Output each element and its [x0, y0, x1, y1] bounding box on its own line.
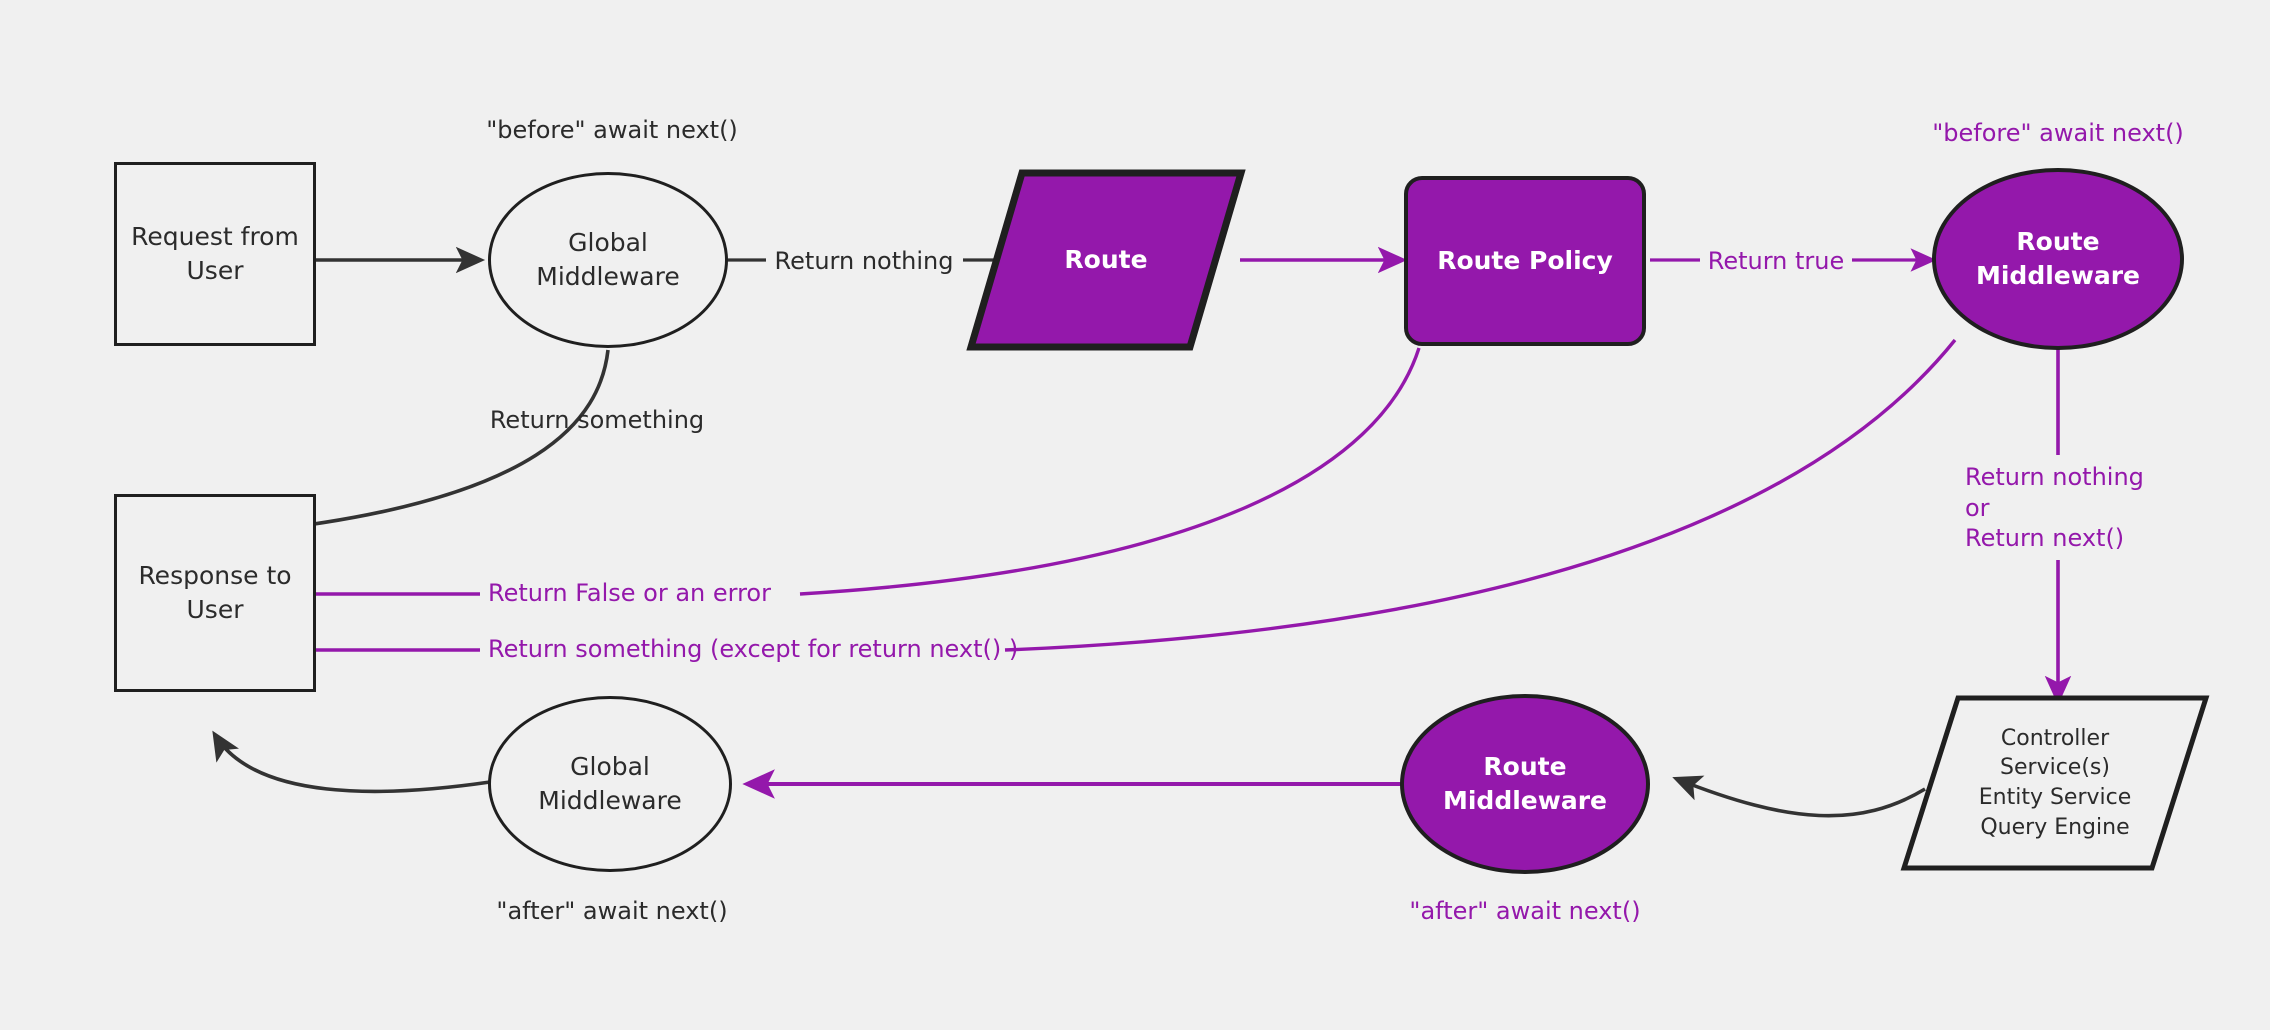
node-response-to-user-label: Response to User — [138, 561, 292, 624]
edge-global-middleware-before-to-response — [254, 349, 610, 542]
node-route-middleware-after[interactable]: Route Middleware — [1400, 694, 1650, 874]
controller-parallelogram-shape — [1900, 695, 2210, 871]
node-request-from-user-label: Request from User — [131, 222, 299, 285]
node-global-middleware-before-label: Global Middleware — [536, 228, 680, 291]
edge-label-return-something-except-next: Return something (except for return next… — [488, 635, 1019, 663]
edge-label-return-nothing: Return nothing — [774, 247, 954, 275]
node-route[interactable]: Route — [966, 168, 1246, 352]
node-route-policy-label: Route Policy — [1437, 246, 1613, 275]
annotation-before-await-next-global: "before" await next() — [486, 116, 738, 144]
edge-global-middleware-after-to-response — [212, 730, 491, 794]
edge-label-return-nothing-or-next: Return nothing or Return next() — [1965, 463, 2144, 553]
annotation-after-await-next-route: "after" await next() — [1409, 897, 1641, 925]
node-route-middleware-before-label: Route Middleware — [1975, 227, 2140, 290]
node-request-from-user[interactable]: Request from User — [114, 162, 316, 346]
node-route-middleware-after-label: Route Middleware — [1442, 752, 1607, 815]
annotation-after-await-next-global: "after" await next() — [496, 897, 728, 925]
node-global-middleware-after[interactable]: Global Middleware — [488, 696, 732, 872]
node-global-middleware-after-label: Global Middleware — [538, 752, 682, 815]
node-route-policy[interactable]: Route Policy — [1404, 176, 1646, 346]
edge-label-return-false-or-error: Return False or an error — [488, 579, 771, 607]
edge-route-middleware-to-response — [1004, 338, 1957, 652]
route-parallelogram-shape — [966, 169, 1246, 351]
edge-controller-to-route-middleware-after — [1672, 775, 1926, 818]
annotation-before-await-next-route: "before" await next() — [1932, 119, 2184, 147]
node-global-middleware-before[interactable]: Global Middleware — [488, 172, 728, 348]
edge-label-return-something: Return something — [489, 406, 705, 434]
node-route-middleware-before[interactable]: Route Middleware — [1932, 168, 2184, 350]
node-response-to-user[interactable]: Response to User — [114, 494, 316, 692]
edge-label-return-true: Return true — [1707, 247, 1845, 275]
node-controller[interactable]: Controller Service(s) Entity Service Que… — [1900, 694, 2210, 872]
edge-route-policy-to-response — [799, 347, 1421, 596]
